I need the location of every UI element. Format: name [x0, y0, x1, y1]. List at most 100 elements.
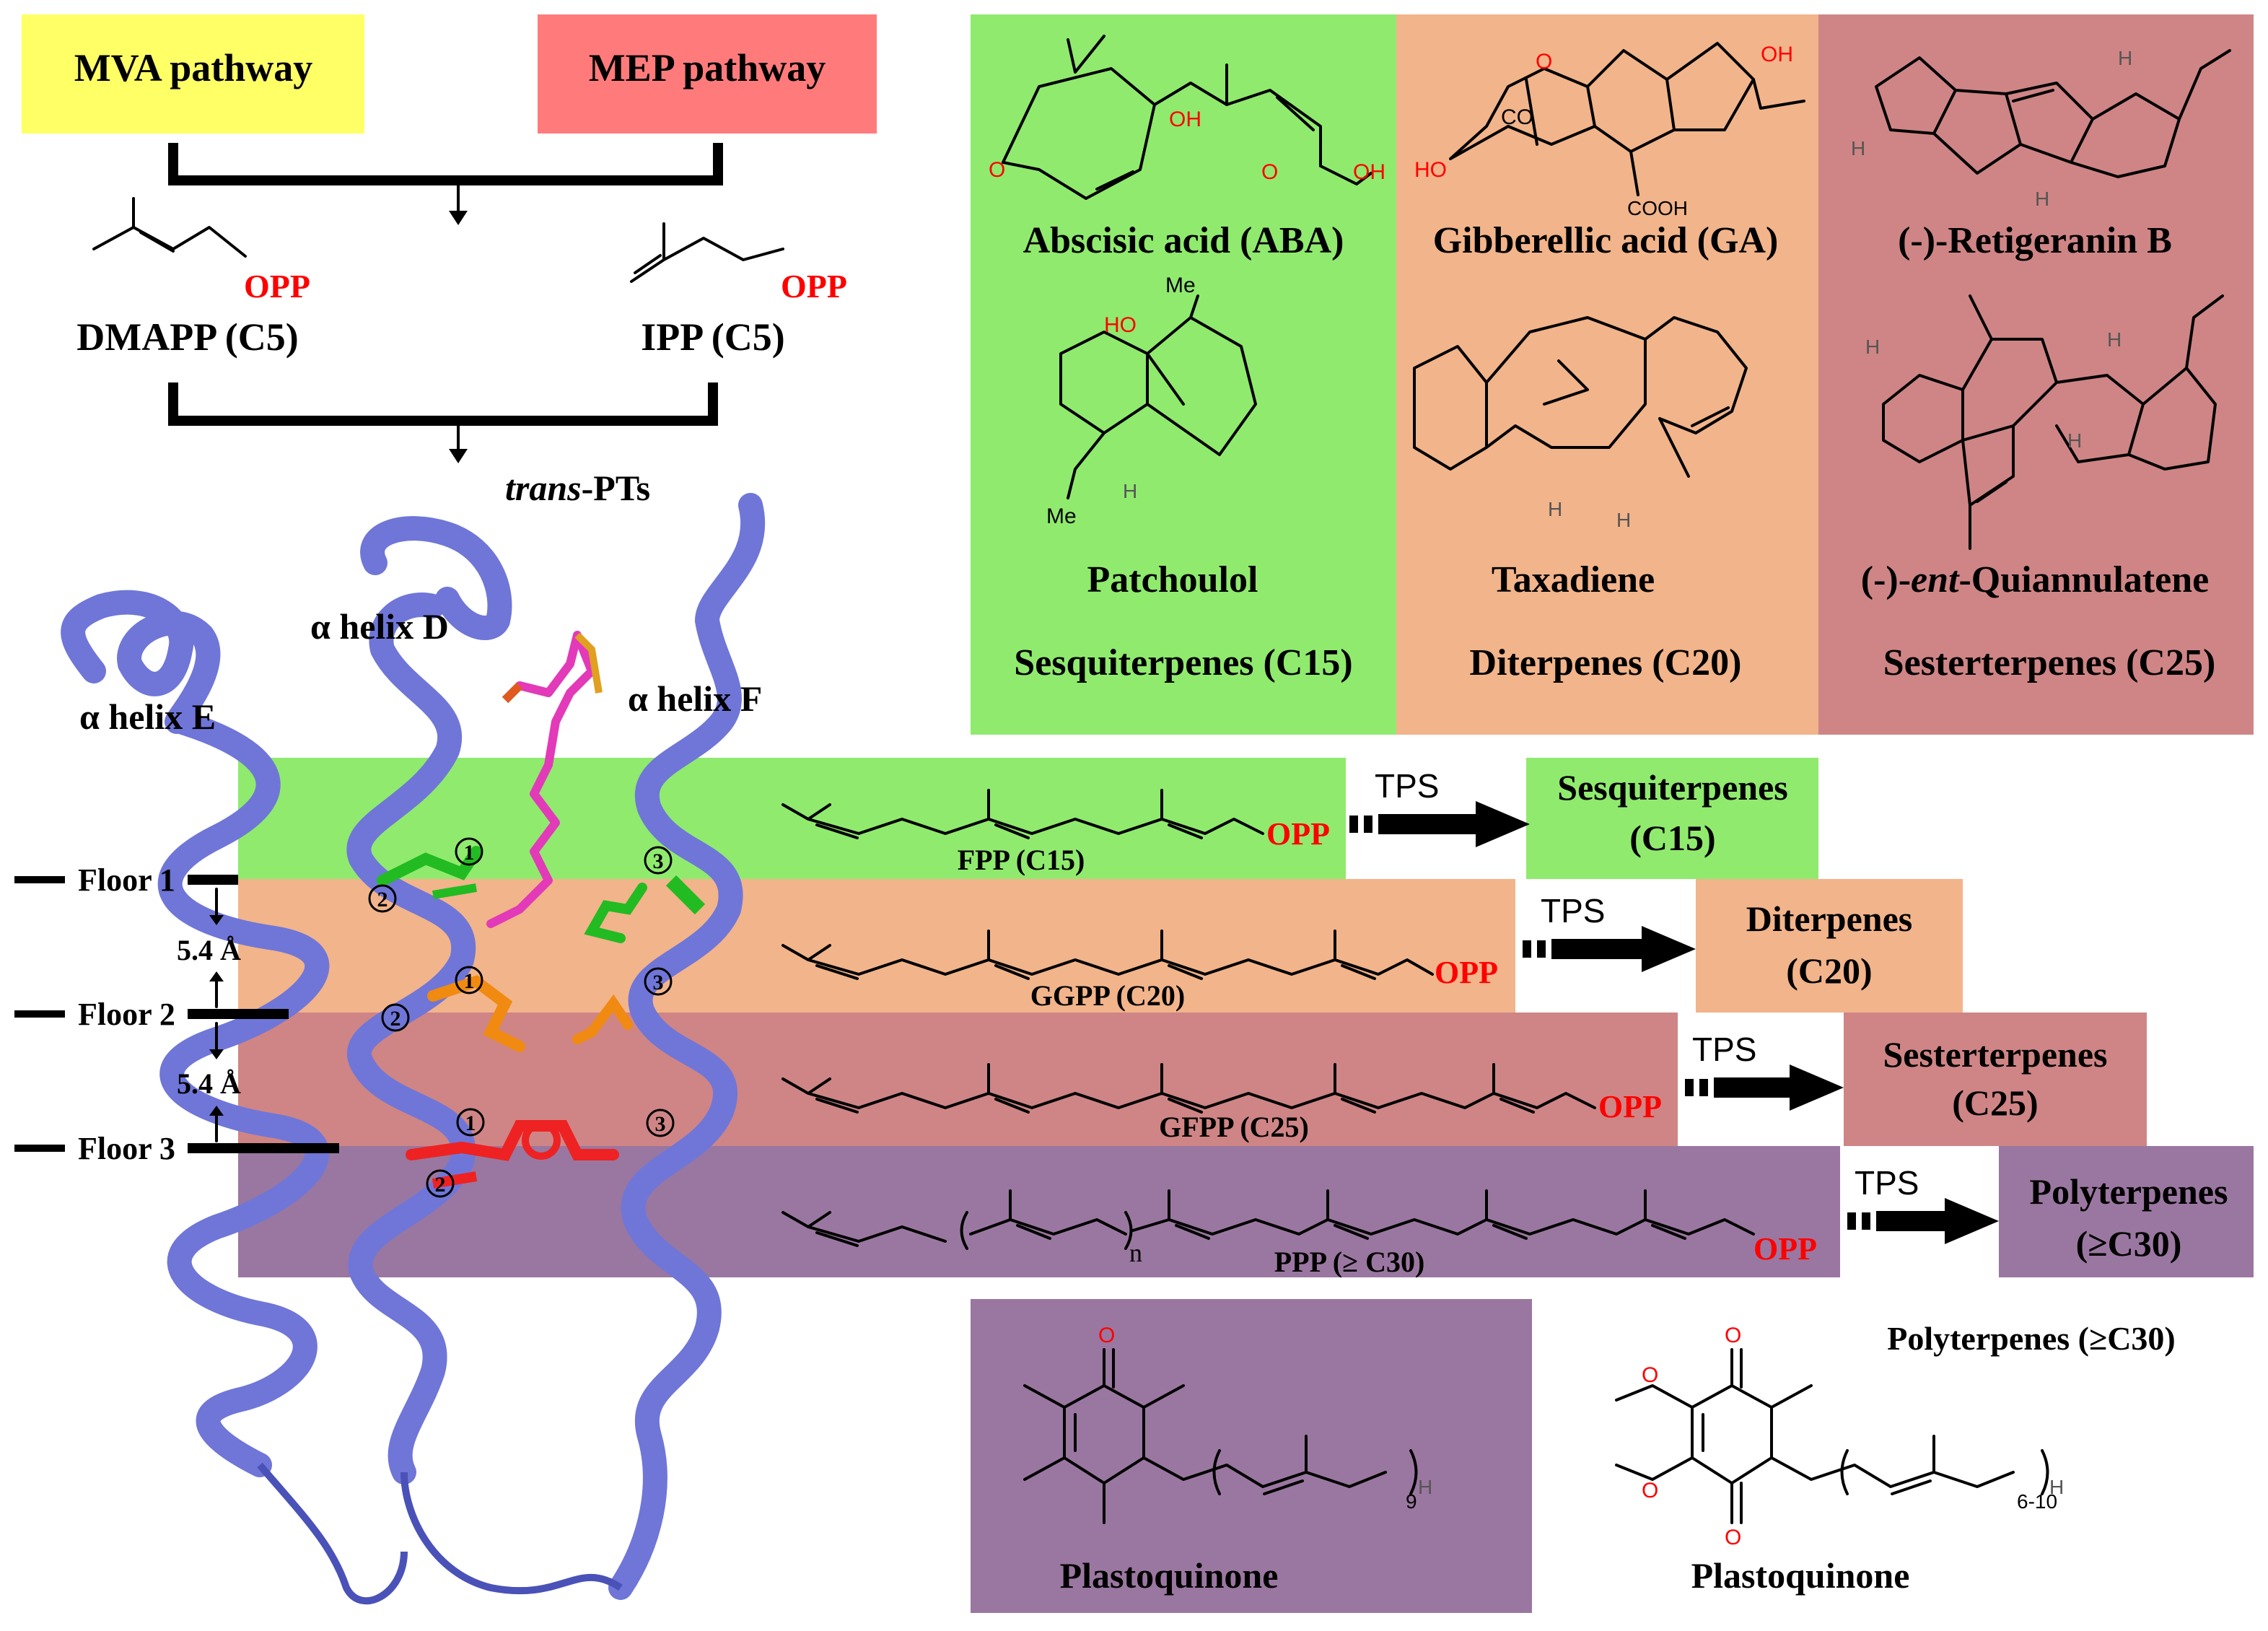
retigeranin-h2: H [2035, 188, 2049, 210]
svg-text:3: 3 [655, 1112, 666, 1136]
plasto-right-h: H [2049, 1476, 2064, 1498]
residues-floor2 [427, 975, 633, 1052]
product-sesqui-line1: Sesquiterpenes [1557, 767, 1787, 808]
distance-2: 5.4 Å [177, 1067, 241, 1100]
product-poly-line1: Polyterpenes [2030, 1171, 2228, 1212]
plasto-right-repeat: 6-10 [2017, 1490, 2057, 1513]
arrow-1-head [449, 211, 468, 225]
arrow-2-head [449, 449, 468, 463]
helix-e-label: α helix E [79, 696, 216, 737]
fpp-opp: OPP [1266, 816, 1330, 852]
product-poly-line2: (≥C30) [2076, 1223, 2182, 1264]
quiannulatene-label: (-)-ent-Quiannulatene [1861, 559, 2209, 600]
plastoquinone-left: O 9 H [1023, 1324, 1432, 1524]
floor-markers: Floor 1 Floor 2 Floor 3 5.4 Å 5.4 Å [14, 862, 339, 1166]
aba-o: O [989, 158, 1005, 182]
mep-label: MEP pathway [589, 46, 826, 89]
plastoquinone-right-label: Plastoquinone [1691, 1555, 1910, 1596]
floor-1-label: Floor 1 [78, 862, 175, 898]
mep-box [538, 14, 877, 134]
patchoulol-me2: Me [1046, 504, 1077, 528]
residues-floor3 [406, 1120, 619, 1189]
svg-text:1: 1 [464, 841, 475, 865]
panel-rose [1818, 14, 2254, 735]
product-sester-line2: (C25) [1952, 1083, 2038, 1123]
band-purple [238, 1146, 1840, 1277]
floor-3-label: Floor 3 [78, 1131, 175, 1166]
tps-arrow-3: TPS [1685, 1031, 1844, 1111]
class-sester: Sesterterpenes (C25) [1883, 642, 2216, 683]
ipp-structure: OPP [630, 222, 847, 305]
chain-gfpp: OPP GFPP (C25) [781, 1063, 1662, 1143]
svg-text:TPS: TPS [1692, 1031, 1756, 1068]
distance-1: 5.4 Å [177, 934, 241, 966]
svg-text:3: 3 [653, 849, 664, 873]
aba-structure: O OH O OH [989, 35, 1385, 200]
taxadiene-h2: H [1616, 509, 1631, 531]
helix-f-label: α helix F [628, 678, 762, 719]
dmapp-structure: OPP [92, 197, 310, 305]
polyterpenes-title: Polyterpenes (≥C30) [1887, 1320, 2176, 1357]
retigeranin-h3: H [2118, 47, 2132, 69]
ga-oh: OH [1761, 43, 1793, 66]
svg-text:2: 2 [390, 1007, 401, 1031]
product-box-di [1696, 879, 1963, 1013]
panel-orange [1396, 14, 1818, 735]
band-green [238, 758, 1346, 879]
chain-ppp: n OPP PPP (≥ C30) [781, 1189, 1817, 1278]
plasto-left-h: H [1418, 1476, 1432, 1498]
plasto-left-repeat: 9 [1406, 1490, 1417, 1513]
quiannulatene-structure: H H H [1865, 294, 2224, 550]
helix-d-label: α helix D [310, 606, 449, 647]
patchoulol-ho: HO [1104, 313, 1137, 337]
quiannulatene-h2: H [2067, 429, 2082, 452]
product-di-line2: (C20) [1786, 950, 1872, 991]
svg-text:TPS: TPS [1375, 767, 1439, 805]
patchoulol-structure: HO Me Me H [1046, 274, 1257, 528]
tps-arrow-2: TPS [1523, 892, 1696, 972]
ipp-opp: OPP [781, 268, 847, 305]
product-box-sesqui [1526, 758, 1818, 879]
taxadiene-structure: H H [1413, 316, 1748, 531]
retigeranin-h1: H [1851, 137, 1865, 159]
dmapp-opp: OPP [244, 268, 310, 305]
taxadiene-label: Taxadiene [1492, 559, 1655, 600]
svg-text:2: 2 [377, 888, 388, 911]
substrate-fpp-magenta [486, 631, 603, 928]
band-rose [238, 1013, 1678, 1146]
aba-label: Abscisic acid (ABA) [1023, 220, 1344, 261]
plastoquinone-left-label: Plastoquinone [1060, 1555, 1279, 1596]
retigeranin-structure: H H H [1851, 47, 2231, 210]
mva-label: MVA pathway [74, 46, 313, 89]
quiannulatene-h3: H [2107, 328, 2122, 351]
svg-text:1: 1 [465, 1111, 476, 1135]
class-di: Diterpenes (C20) [1470, 642, 1742, 683]
ga-ho: HO [1414, 158, 1447, 182]
ppp-label: PPP (≥ C30) [1274, 1246, 1425, 1278]
svg-text:3: 3 [653, 971, 664, 994]
retigeranin-label: (-)-Retigeranin B [1898, 220, 2172, 261]
residues-floor1 [377, 846, 706, 943]
tps-arrow-1: TPS [1349, 767, 1530, 847]
ppp-opp: OPP [1753, 1231, 1817, 1267]
plasto-right-o1: O [1725, 1324, 1741, 1347]
residue-markers: 1 2 3 1 2 3 1 2 3 [368, 837, 675, 1198]
ppp-repeat-n: n [1129, 1238, 1142, 1267]
panel-green [971, 14, 1396, 735]
svg-text:TPS: TPS [1541, 892, 1605, 930]
ga-structure: HO CO O OH COOH [1414, 42, 1805, 219]
fpp-label: FPP (C15) [958, 844, 1085, 876]
product-di-line1: Diterpenes [1746, 898, 1913, 939]
ga-co: CO [1501, 105, 1533, 129]
tps-arrow-4: TPS [1847, 1164, 1999, 1244]
trans-pts-label: trans-PTs [505, 468, 650, 508]
plasto-right-o4: O [1642, 1479, 1658, 1503]
taxadiene-h1: H [1548, 498, 1562, 520]
patchoulol-label: Patchoulol [1087, 559, 1258, 600]
floor-2-label: Floor 2 [78, 997, 175, 1032]
plasto-left-o: O [1098, 1324, 1115, 1347]
ggpp-opp: OPP [1435, 955, 1498, 990]
ga-cooh: COOH [1627, 197, 1688, 219]
